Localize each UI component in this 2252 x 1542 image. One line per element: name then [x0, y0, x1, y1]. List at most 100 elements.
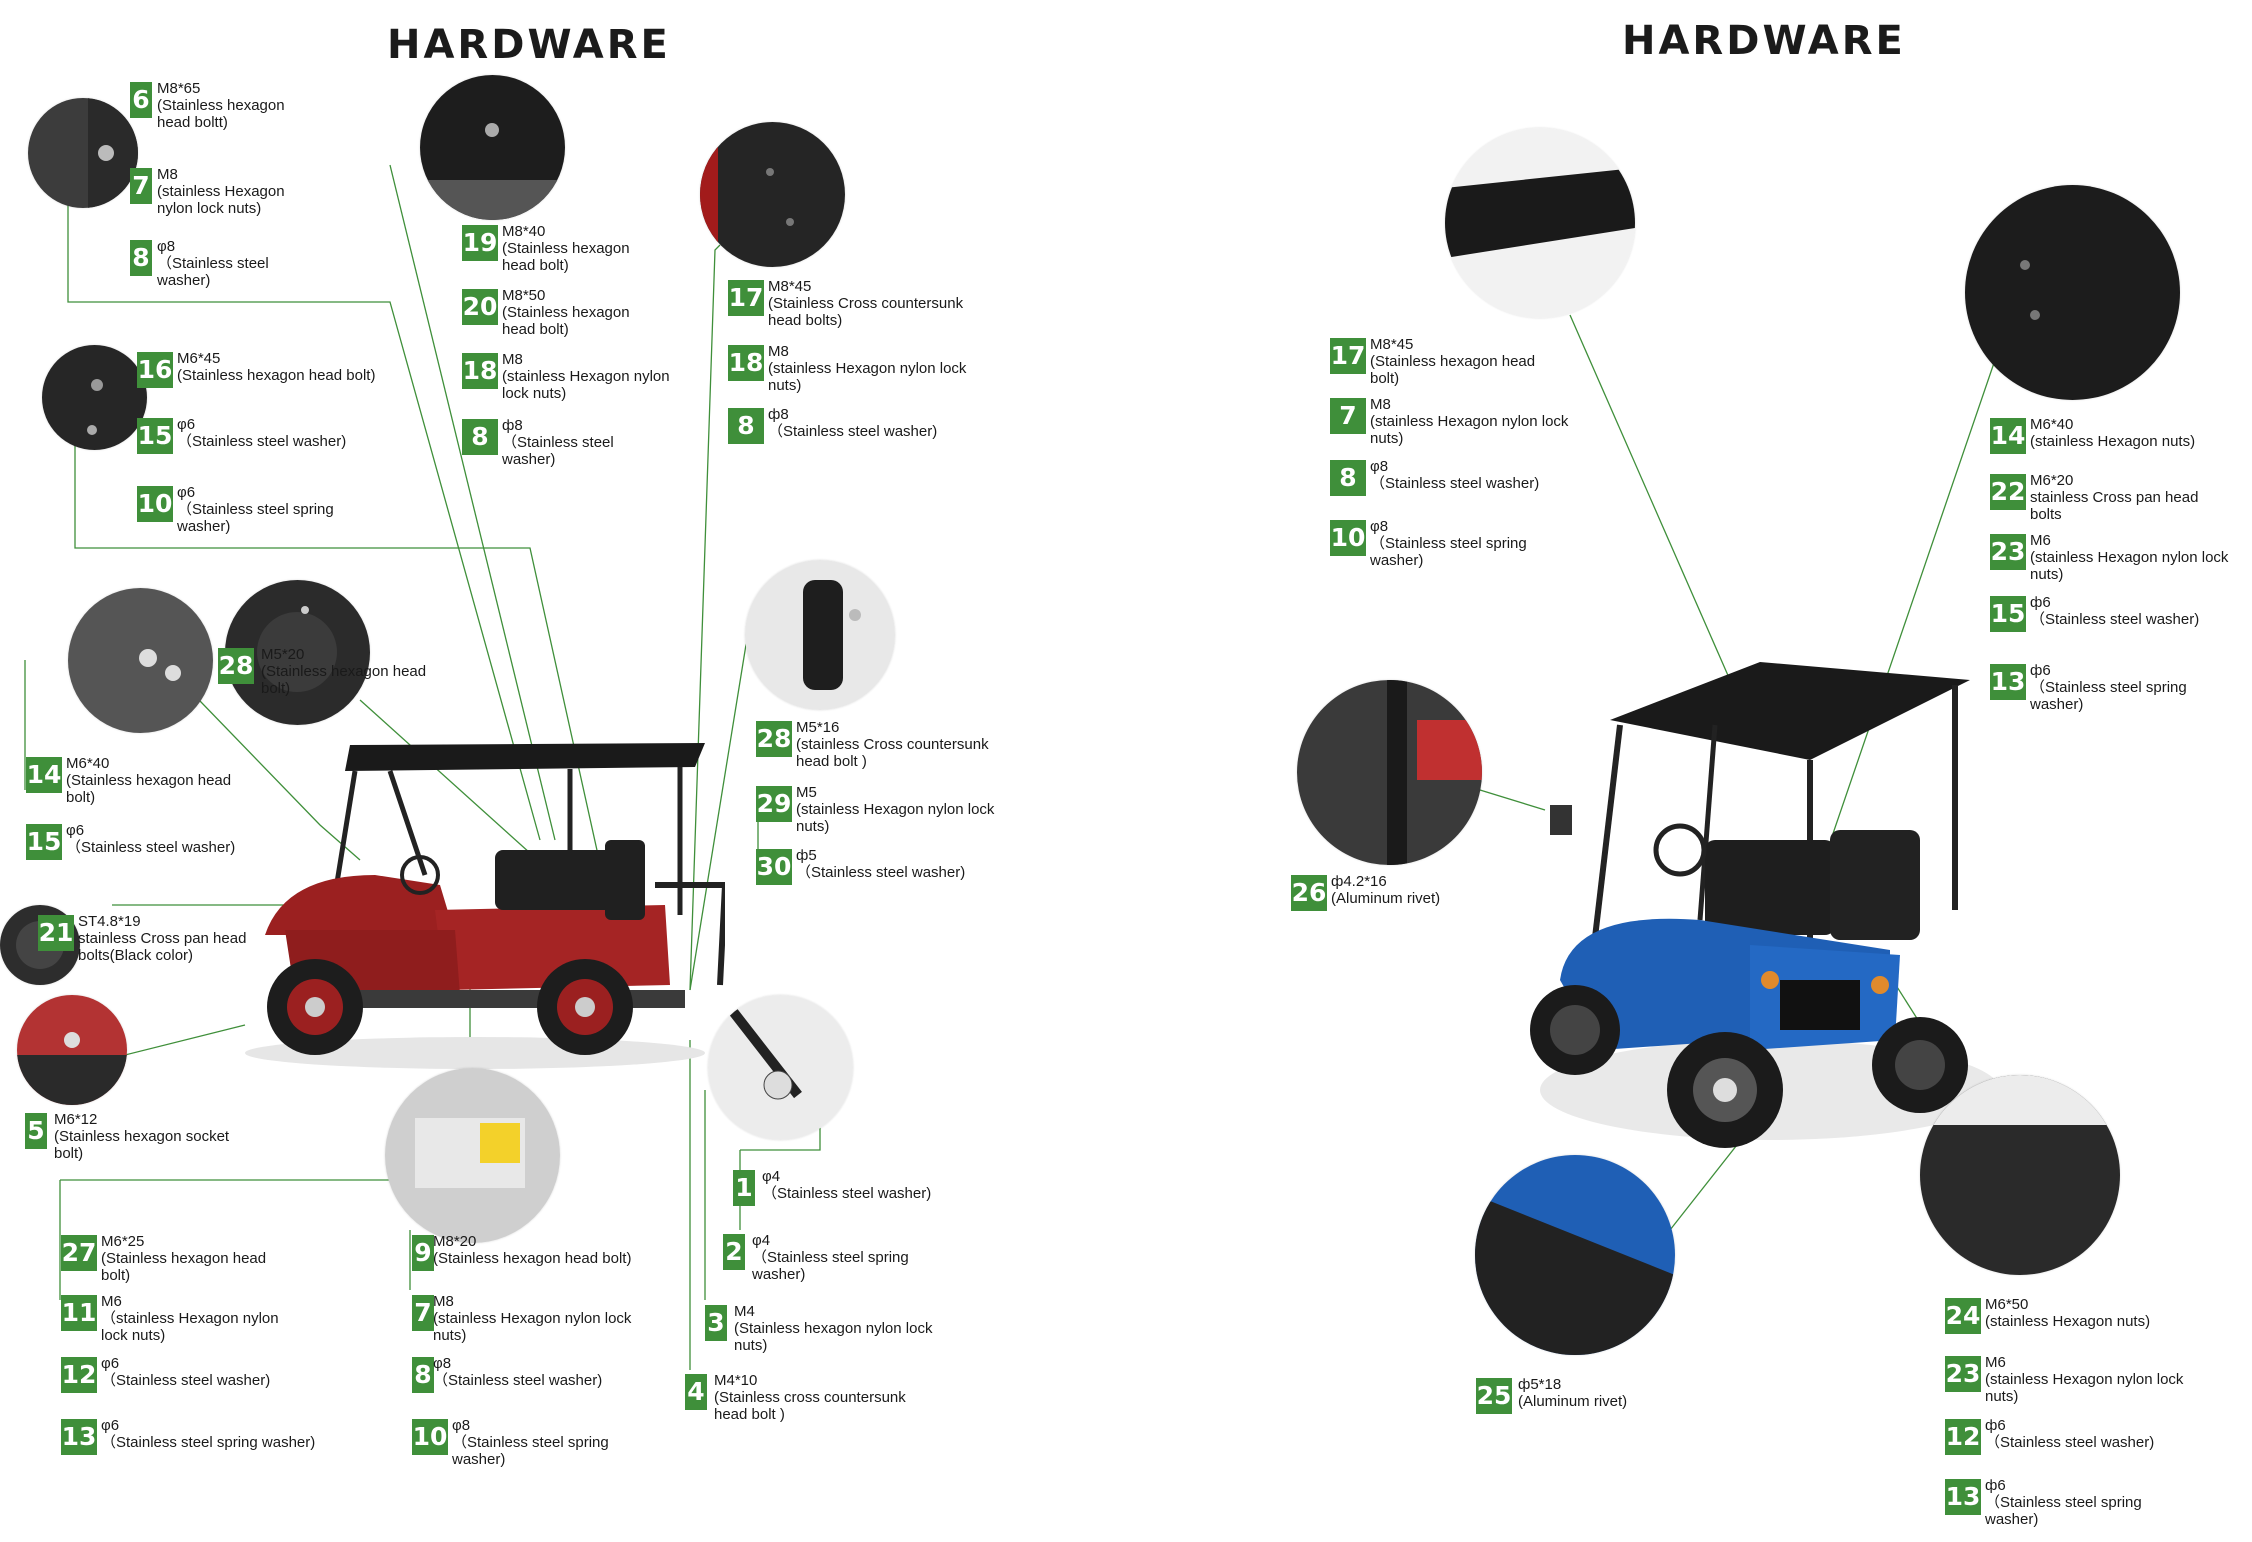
detail-photo-r26: [1297, 680, 1482, 865]
part-label: M6*50 (stainless Hexagon nuts): [1985, 1296, 2151, 1330]
part-label: ф5 （Stainless steel washer): [796, 847, 966, 881]
part-label: M8*20 (Stainless hexagon head bolt): [433, 1233, 632, 1267]
part-number-badge: 10: [1330, 520, 1366, 556]
part-label: M6*12 (Stainless hexagon socket bolt): [54, 1111, 230, 1162]
part-number-badge: 16: [137, 352, 173, 388]
part-label: φ4 （Stainless steel washer): [762, 1168, 932, 1202]
part-number-badge: 7: [412, 1295, 434, 1331]
part-number-badge: 12: [1945, 1419, 1981, 1455]
part-number-badge: 13: [1990, 664, 2026, 700]
leader-line-16: [74, 410, 613, 919]
leader-line-5: [124, 1024, 246, 1056]
detail-photo-6: [28, 98, 138, 208]
part-label: M8 (stainless Hexagon nylon lock nuts): [768, 343, 967, 394]
detail-photo-28b: [745, 560, 895, 710]
part-number-badge: 21: [38, 915, 74, 951]
part-number-badge: 9: [412, 1235, 434, 1271]
part-label: ф8 （Stainless steel washer): [768, 406, 938, 440]
page-title-left: HARDWARE: [387, 22, 671, 68]
part-number-badge: 2: [723, 1234, 745, 1270]
part-label: M8*45 (Stainless hexagon head bolt): [1370, 336, 1536, 387]
part-label: M8*40 (Stainless hexagon head bolt): [502, 223, 630, 274]
part-label: M6 （stainless Hexagon nylon lock nuts): [101, 1293, 279, 1344]
detail-photo-19: [420, 75, 565, 220]
detail-photo-27: [385, 1068, 560, 1243]
part-number-badge: 10: [137, 486, 173, 522]
leader-line-r17: [1569, 314, 1731, 681]
part-label: M8*50 (Stainless hexagon head bolt): [502, 287, 630, 338]
part-label: M6*20 stainless Cross pan head bolts: [2030, 472, 2199, 523]
part-number-badge: 8: [462, 419, 498, 455]
part-number-badge: 14: [1990, 418, 2026, 454]
detail-photo-r24: [1920, 1075, 2120, 1275]
part-label: ф6 （Stainless steel spring washer): [2030, 662, 2187, 713]
leader-line-r26: [1479, 789, 1546, 811]
part-number-badge: 15: [26, 824, 62, 860]
part-label: φ6 （Stainless steel washer): [177, 416, 347, 450]
part-number-badge: 10: [412, 1419, 448, 1455]
part-label: ф6 （Stainless steel washer): [1985, 1417, 2155, 1451]
leader-line-28b: [689, 619, 751, 991]
part-label: φ6 （Stainless steel washer): [66, 822, 236, 856]
part-label: M6*45 (Stainless hexagon head bolt): [177, 350, 376, 384]
part-number-badge: 5: [25, 1113, 47, 1149]
part-label: M6 (stainless Hexagon nylon lock nuts): [2030, 532, 2229, 583]
part-number-badge: 18: [462, 353, 498, 389]
part-number-badge: 11: [61, 1295, 97, 1331]
part-number-badge: 24: [1945, 1298, 1981, 1334]
part-number-badge: 17: [728, 280, 764, 316]
part-number-badge: 8: [412, 1357, 434, 1393]
detail-photo-1: [708, 995, 853, 1140]
part-number-badge: 23: [1945, 1356, 1981, 1392]
detail-photo-16: [42, 345, 147, 450]
part-label: M5*20 (Stainless hexagon head bolt): [261, 646, 427, 697]
part-number-badge: 15: [1990, 596, 2026, 632]
part-label: φ6 （Stainless steel spring washer): [101, 1417, 316, 1451]
part-label: ф4.2*16 (Aluminum rivet): [1331, 873, 1441, 907]
part-number-badge: 8: [130, 240, 152, 276]
part-number-badge: 28: [218, 648, 254, 684]
part-label: M8 (stainless Hexagon nylon lock nuts): [1370, 396, 1569, 447]
part-number-badge: 13: [61, 1419, 97, 1455]
part-number-badge: 15: [137, 418, 173, 454]
part-number-badge: 27: [61, 1235, 97, 1271]
part-label: φ8 （Stainless steel washer): [433, 1355, 603, 1389]
part-number-badge: 22: [1990, 474, 2026, 510]
part-number-badge: 19: [462, 225, 498, 261]
part-label: φ8 （Stainless steel washer): [1370, 458, 1540, 492]
part-number-badge: 20: [462, 289, 498, 325]
detail-photo-r25: [1475, 1155, 1675, 1355]
part-number-badge: 8: [728, 408, 764, 444]
part-number-badge: 13: [1945, 1479, 1981, 1515]
leader-line-19: [389, 164, 556, 841]
part-number-badge: 25: [1476, 1378, 1512, 1414]
part-label: ф6 （Stainless steel spring washer): [1985, 1477, 2142, 1528]
part-number-badge: 28: [756, 721, 792, 757]
part-label: M8 (stainless Hexagon nylon lock nuts): [433, 1293, 632, 1344]
leader-line-14-circle: [169, 669, 361, 861]
blue-golf-cart-image: [1530, 662, 2000, 1148]
part-label: ф5*18 (Aluminum rivet): [1518, 1376, 1628, 1410]
part-label: M5*16 (stainless Cross countersunk head …: [796, 719, 989, 770]
part-label: M5 (stainless Hexagon nylon lock nuts): [796, 784, 995, 835]
part-label: ф6 （Stainless steel washer): [2030, 594, 2200, 628]
part-label: M8*45 (Stainless Cross countersunk head …: [768, 278, 964, 329]
detail-photo-r14: [1965, 185, 2180, 400]
part-label: M4 (Stainless hexagon nylon lock nuts): [734, 1303, 933, 1354]
part-number-badge: 7: [1330, 398, 1366, 434]
part-label: M8 (stainless Hexagon nylon lock nuts): [502, 351, 670, 402]
leader-line-6: [67, 190, 541, 841]
red-golf-cart-image: [245, 743, 725, 1069]
part-label: M4*10 (Stainless cross countersunk head …: [714, 1372, 906, 1423]
part-number-badge: 30: [756, 849, 792, 885]
part-label: M6*40 (stainless Hexagon nuts): [2030, 416, 2196, 450]
part-number-badge: 14: [26, 757, 62, 793]
part-number-badge: 17: [1330, 338, 1366, 374]
part-number-badge: 7: [130, 168, 152, 204]
part-number-badge: 6: [130, 82, 152, 118]
detail-photo-14: [68, 588, 213, 733]
part-label: φ8 （Stainless steel washer): [157, 238, 269, 289]
part-number-badge: 26: [1291, 875, 1327, 911]
part-label: M6*40 (Stainless hexagon head bolt): [66, 755, 232, 806]
part-label: ф8 （Stainless steel washer): [502, 417, 614, 468]
